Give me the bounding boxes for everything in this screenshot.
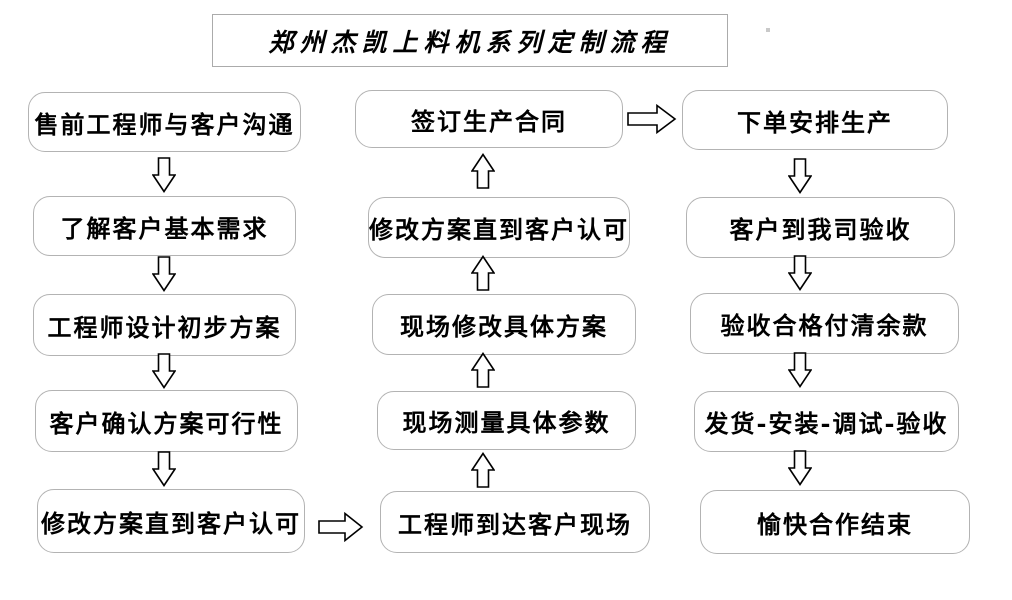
flow-step-label: 了解客户基本需求 <box>60 213 269 243</box>
down-arrow-icon <box>788 255 812 291</box>
title-box: 郑州杰凯上料机系列定制流程 <box>212 14 728 67</box>
flow-step-label: 修改方案直到客户认可 <box>369 215 629 244</box>
flow-step-label: 下单安排生产 <box>737 107 893 137</box>
page-title: 郑州杰凯上料机系列定制流程 <box>268 27 672 57</box>
flow-step-label: 修改方案直到客户认可 <box>41 508 301 538</box>
down-arrow-icon <box>788 450 812 486</box>
flow-step-engineer-arrives-site: 工程师到达客户现场 <box>380 491 650 553</box>
flow-step-label: 愉快合作结束 <box>757 509 913 539</box>
down-arrow-icon <box>152 353 176 389</box>
flow-step-label: 现场修改具体方案 <box>400 312 608 341</box>
flow-step-label: 发货-安装-调试-验收 <box>704 409 949 438</box>
flow-step-customer-inspection: 客户到我司验收 <box>686 197 955 258</box>
flow-step-label: 客户确认方案可行性 <box>49 408 284 438</box>
right-arrow-icon <box>318 512 364 542</box>
flow-step-onsite-measure-params: 现场测量具体参数 <box>377 391 636 450</box>
up-arrow-icon <box>471 452 495 488</box>
up-arrow-icon <box>471 352 495 388</box>
flow-step-presale-communication: 售前工程师与客户沟通 <box>28 92 301 152</box>
down-arrow-icon <box>152 157 176 193</box>
flow-step-initial-design: 工程师设计初步方案 <box>33 294 296 356</box>
flow-step-sign-contract: 签订生产合同 <box>355 90 623 148</box>
up-arrow-icon <box>471 153 495 189</box>
down-arrow-icon <box>152 451 176 487</box>
flow-step-onsite-revise-plan: 现场修改具体方案 <box>372 294 636 355</box>
flow-step-label: 工程师设计初步方案 <box>47 312 282 342</box>
down-arrow-icon <box>788 352 812 388</box>
flow-step-revise-until-approved-1: 修改方案直到客户认可 <box>37 489 305 553</box>
artifact-dot <box>766 28 770 32</box>
flow-step-label: 售前工程师与客户沟通 <box>34 109 295 139</box>
flow-step-revise-until-approved-2: 修改方案直到客户认可 <box>368 197 630 258</box>
down-arrow-icon <box>788 158 812 194</box>
up-arrow-icon <box>471 255 495 291</box>
right-arrow-icon <box>627 104 677 134</box>
flow-step-order-production: 下单安排生产 <box>682 90 948 150</box>
flow-step-ship-install-debug-accept: 发货-安装-调试-验收 <box>694 391 959 452</box>
flow-step-label: 工程师到达客户现场 <box>398 509 632 539</box>
flow-step-label: 现场测量具体参数 <box>402 408 611 437</box>
flow-step-confirm-feasibility: 客户确认方案可行性 <box>35 390 298 452</box>
flow-step-understand-needs: 了解客户基本需求 <box>33 196 296 256</box>
flow-step-label: 验收合格付清余款 <box>720 311 929 340</box>
flow-step-label: 客户到我司验收 <box>729 215 912 244</box>
flow-step-pay-balance: 验收合格付清余款 <box>690 293 959 354</box>
flow-step-happy-cooperation-end: 愉快合作结束 <box>700 490 970 554</box>
down-arrow-icon <box>152 256 176 292</box>
flow-step-label: 签订生产合同 <box>411 106 567 136</box>
